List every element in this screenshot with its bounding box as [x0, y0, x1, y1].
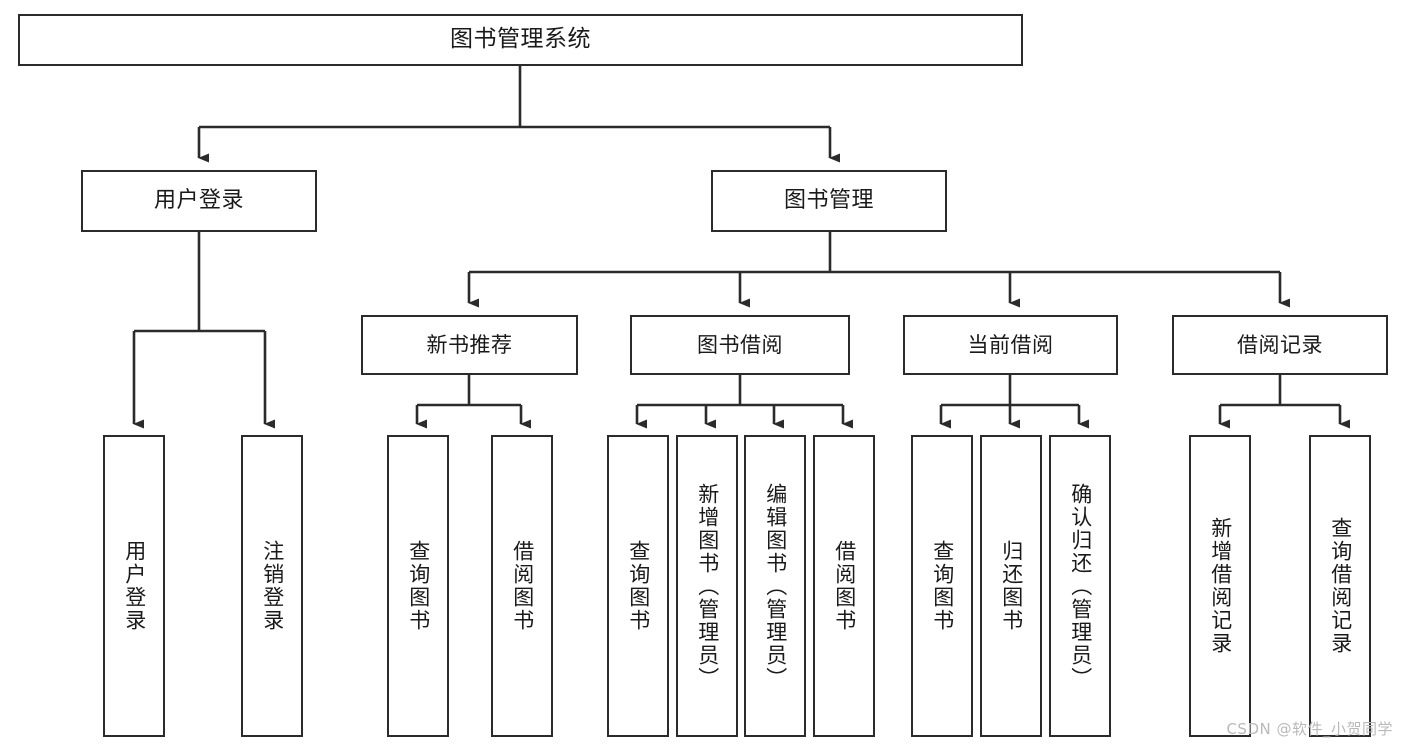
node-user-login-label: 用户登录 — [153, 188, 244, 214]
node-leaf-label: 借阅图书 — [832, 540, 857, 632]
node-leaf-label: 查询图书 — [930, 540, 955, 632]
node-leaf-label: 查询借阅记录 — [1328, 517, 1353, 655]
node-leaf-label: 查询图书 — [626, 540, 651, 632]
node-book-management[interactable]: 图书管理 — [711, 170, 947, 232]
node-leaf-record-add-record[interactable]: 新增借阅记录 — [1189, 435, 1251, 737]
node-leaf-label: 新增借阅记录 — [1208, 517, 1233, 655]
node-leaf-current-query-book[interactable]: 查询图书 — [911, 435, 973, 737]
node-borrow-record[interactable]: 借阅记录 — [1172, 315, 1388, 375]
node-leaf-borrow-borrow-book[interactable]: 借阅图书 — [813, 435, 875, 737]
node-leaf-current-return-book[interactable]: 归还图书 — [980, 435, 1042, 737]
node-leaf-newbook-query-book[interactable]: 查询图书 — [387, 435, 449, 737]
node-leaf-newbook-borrow-book[interactable]: 借阅图书 — [491, 435, 553, 737]
node-root-label: 图书管理系统 — [450, 26, 591, 53]
node-leaf-label: 查询图书 — [406, 540, 431, 632]
node-leaf-borrow-query-book[interactable]: 查询图书 — [607, 435, 669, 737]
node-borrow-record-label: 借阅记录 — [1237, 332, 1323, 357]
node-leaf-label: 借阅图书 — [510, 540, 535, 632]
node-leaf-user-login-signout[interactable]: 注销登录 — [241, 435, 303, 737]
node-leaf-record-query-record[interactable]: 查询借阅记录 — [1309, 435, 1371, 737]
node-leaf-label: 编辑图书（管理员） — [763, 482, 788, 690]
node-root-book-management-system[interactable]: 图书管理系统 — [18, 14, 1023, 66]
node-new-book-recommend[interactable]: 新书推荐 — [361, 315, 578, 375]
node-leaf-label: 确认归还（管理员） — [1068, 482, 1093, 690]
node-book-borrow[interactable]: 图书借阅 — [630, 315, 850, 375]
node-user-login[interactable]: 用户登录 — [81, 170, 317, 232]
node-leaf-current-confirm-return-admin[interactable]: 确认归还（管理员） — [1049, 435, 1111, 737]
node-new-book-recommend-label: 新书推荐 — [426, 332, 513, 357]
node-current-borrow-label: 当前借阅 — [967, 332, 1054, 357]
node-leaf-label: 归还图书 — [999, 540, 1024, 632]
node-leaf-borrow-add-book-admin[interactable]: 新增图书（管理员） — [676, 435, 738, 737]
node-leaf-label: 注销登录 — [260, 540, 285, 632]
node-book-borrow-label: 图书借阅 — [697, 332, 783, 357]
node-book-management-label: 图书管理 — [783, 188, 874, 214]
node-leaf-label: 用户登录 — [122, 540, 147, 632]
node-current-borrow[interactable]: 当前借阅 — [903, 315, 1118, 375]
node-leaf-label: 新增图书（管理员） — [695, 482, 720, 690]
node-leaf-borrow-edit-book-admin[interactable]: 编辑图书（管理员） — [744, 435, 806, 737]
node-leaf-user-login-signin[interactable]: 用户登录 — [103, 435, 165, 737]
